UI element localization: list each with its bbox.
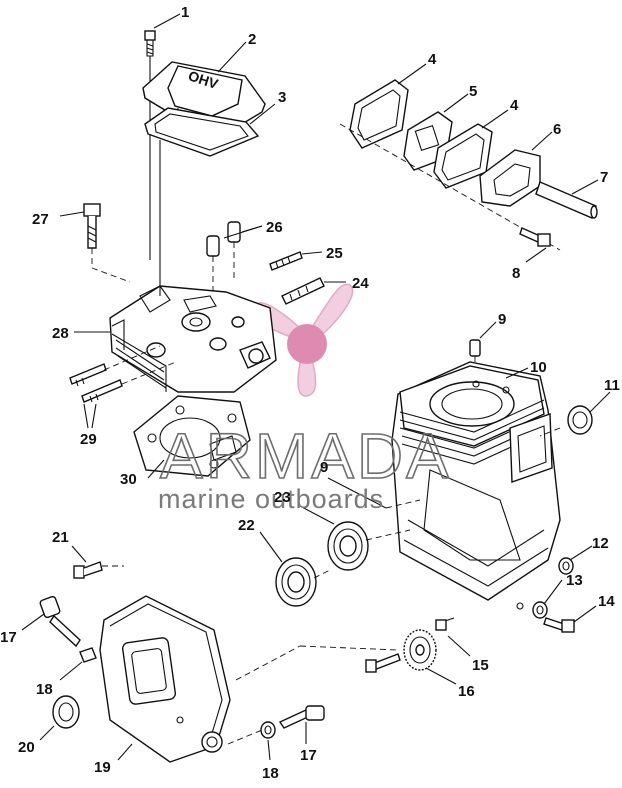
part-20-oil-seal: [39, 695, 80, 741]
callout-label: 29: [80, 431, 97, 448]
part-28-cylinder-head: [74, 285, 277, 393]
callout-label: 27: [32, 211, 49, 228]
part-9-dowel-lower: [327, 477, 421, 509]
part-24-stud: [281, 277, 346, 305]
callout-label: 14: [598, 593, 615, 610]
callout-label: 9: [320, 459, 328, 476]
part-12-plug: [558, 545, 593, 575]
callout-label: 20: [18, 739, 35, 756]
part-7-pipe: [535, 179, 599, 219]
callout-label: 18: [262, 765, 279, 782]
part-27-bolt: [59, 203, 131, 283]
part-10-crankcase: [391, 361, 561, 610]
part-18-o-ring-upper: [59, 647, 97, 681]
part-3-gasket: [144, 103, 276, 157]
callout-label: 2: [248, 31, 256, 48]
callout-label: 25: [326, 245, 343, 262]
watermark-brand: ARMADA: [160, 420, 452, 492]
callout-label: 22: [238, 517, 255, 534]
part-19-crankcase-cover: [99, 595, 231, 763]
callout-label: 8: [512, 265, 520, 282]
callout-label: 17: [300, 747, 317, 764]
callout-label: 13: [566, 572, 583, 589]
part-26-dowel-pins: [206, 221, 263, 296]
callout-label: 3: [278, 89, 286, 106]
part-22-bearing: [259, 531, 331, 607]
part-30-head-gasket: [133, 395, 251, 479]
callout-label: 11: [604, 377, 620, 394]
callout-label: 21: [52, 529, 69, 546]
callout-label: 4: [510, 97, 519, 114]
callout-label: 28: [52, 325, 69, 342]
callout-label: 15: [472, 657, 489, 674]
callout-label: 19: [94, 759, 111, 776]
part-16-gear: [403, 629, 457, 685]
part-2-valve-cover: OHV: [142, 41, 266, 131]
part-8-bolt: [519, 227, 551, 263]
part-13-washer: [532, 579, 563, 619]
part-21-bolt: [71, 545, 124, 579]
callout-label: 6: [553, 121, 561, 138]
callout-label: 5: [469, 83, 477, 100]
watermark-tagline: marine outboards: [158, 484, 384, 514]
part-23-bearing: [299, 505, 411, 571]
callout-label: 30: [120, 471, 137, 488]
callout-label: 16: [458, 683, 475, 700]
callout-label: 18: [36, 681, 53, 698]
alignment-line-drain: [227, 729, 263, 745]
callout-label: 26: [266, 219, 283, 236]
part-29-studs: [69, 345, 177, 429]
part-15-bolt: [365, 617, 471, 673]
callout-label: 23: [274, 489, 291, 506]
callout-label: 4: [428, 51, 437, 68]
callout-label: 10: [530, 359, 547, 376]
callout-label: 24: [352, 275, 369, 292]
callout-label: 12: [592, 535, 609, 552]
part-17-oil-gauge-upper: [21, 595, 81, 648]
callout-label: 17: [0, 629, 17, 646]
alignment-line-gear: [299, 645, 399, 651]
part-6-manifold: [479, 131, 553, 207]
callout-label: 1: [181, 4, 189, 21]
part-25-stud: [269, 251, 323, 271]
callout-label: 9: [498, 311, 506, 328]
part-14-bolt: [543, 605, 597, 633]
callout-label: 7: [600, 169, 608, 186]
alignment-line-cover: [235, 645, 301, 681]
part-11-oil-seal: [539, 391, 611, 437]
part-17-oil-gauge-lower: [278, 705, 325, 744]
part-18-o-ring-lower: [260, 721, 276, 761]
